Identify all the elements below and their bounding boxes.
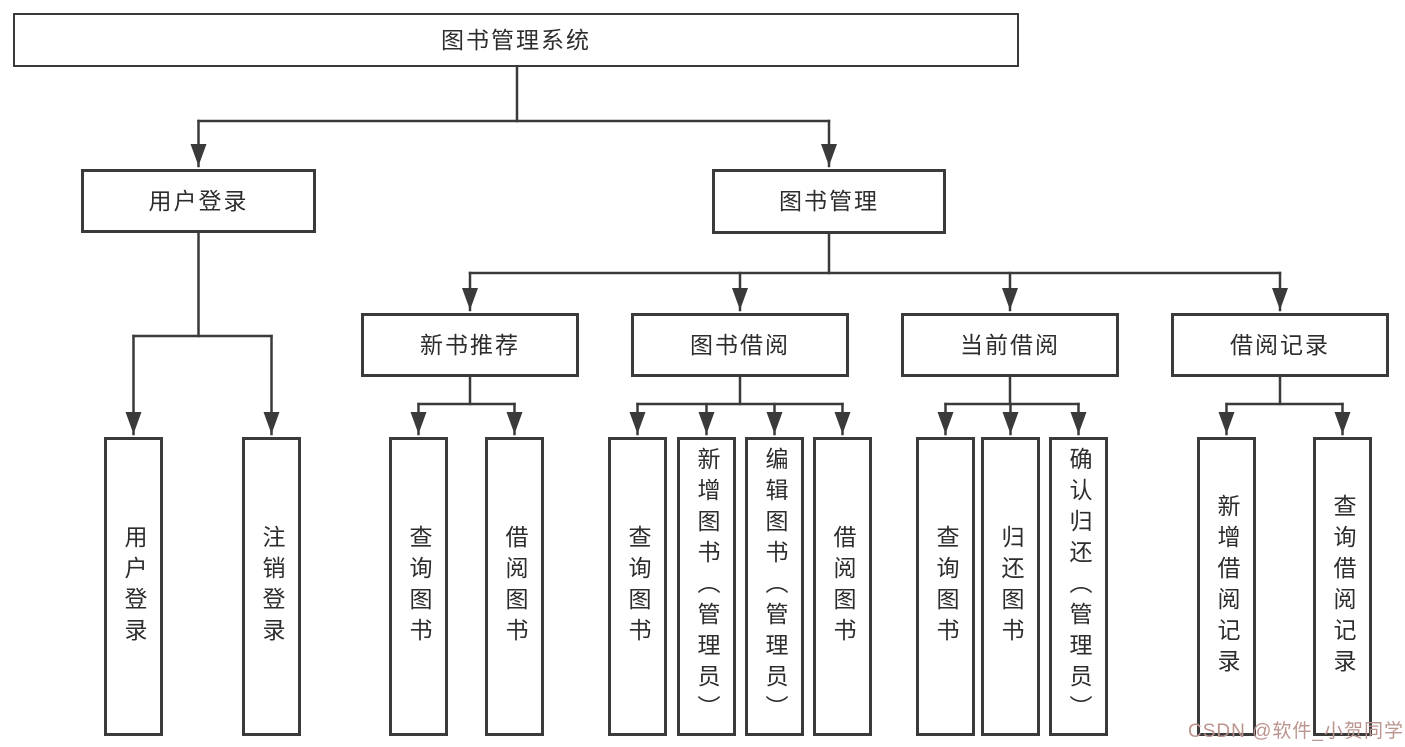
node-root-label: 图书管理系统 <box>441 26 591 53</box>
node-book-management: 图书管理 <box>712 169 946 234</box>
leaf-borrow-books-borrow-label: 借阅图书 <box>830 524 856 649</box>
node-borrow-records-label: 借阅记录 <box>1230 331 1330 358</box>
leaf-borrow-books-borrow: 借阅图书 <box>813 437 872 736</box>
leaf-return-book-label: 归还图书 <box>998 524 1024 649</box>
leaf-query-books-current: 查询图书 <box>916 437 975 736</box>
leaf-query-borrow-record-label: 查询借阅记录 <box>1330 493 1356 680</box>
leaf-add-borrow-record: 新增借阅记录 <box>1197 437 1256 736</box>
leaf-query-books-borrow-label: 查询图书 <box>625 524 651 649</box>
node-user-login-label: 用户登录 <box>148 187 249 214</box>
leaf-confirm-return-admin: 确认归还（管理员） <box>1049 437 1108 736</box>
leaf-logout-label: 注销登录 <box>259 524 285 649</box>
leaf-query-books-borrow: 查询图书 <box>608 437 667 736</box>
leaf-add-borrow-record-label: 新增借阅记录 <box>1214 493 1240 680</box>
node-user-login: 用户登录 <box>81 169 316 233</box>
leaf-add-book-admin: 新增图书（管理员） <box>677 437 736 736</box>
leaf-borrow-books-recommend-label: 借阅图书 <box>502 524 528 649</box>
leaf-query-borrow-record: 查询借阅记录 <box>1313 437 1372 736</box>
leaf-return-book: 归还图书 <box>981 437 1040 736</box>
node-new-book-recommend-label: 新书推荐 <box>420 331 520 358</box>
leaf-borrow-books-recommend: 借阅图书 <box>485 437 544 736</box>
node-borrow-records: 借阅记录 <box>1171 313 1389 377</box>
node-current-borrow-label: 当前借阅 <box>960 331 1060 358</box>
node-book-borrow: 图书借阅 <box>631 313 849 377</box>
leaf-edit-book-admin: 编辑图书（管理员） <box>745 437 804 736</box>
node-root: 图书管理系统 <box>13 13 1019 67</box>
leaf-edit-book-admin-label: 编辑图书（管理员） <box>762 447 788 726</box>
leaf-query-books-recommend: 查询图书 <box>389 437 448 736</box>
leaf-user-login: 用户登录 <box>104 437 163 736</box>
node-current-borrow: 当前借阅 <box>901 313 1119 377</box>
csdn-watermark: CSDN @软件_小贺同学 <box>1188 721 1404 742</box>
node-new-book-recommend: 新书推荐 <box>361 313 579 377</box>
leaf-query-books-current-label: 查询图书 <box>933 524 959 649</box>
node-book-management-label: 图书管理 <box>779 188 879 214</box>
node-book-borrow-label: 图书借阅 <box>690 331 790 358</box>
leaf-user-login-label: 用户登录 <box>121 524 147 649</box>
leaf-add-book-admin-label: 新增图书（管理员） <box>694 447 720 726</box>
leaf-query-books-recommend-label: 查询图书 <box>406 524 432 649</box>
leaf-logout: 注销登录 <box>242 437 301 736</box>
leaf-confirm-return-admin-label: 确认归还（管理员） <box>1066 447 1092 726</box>
